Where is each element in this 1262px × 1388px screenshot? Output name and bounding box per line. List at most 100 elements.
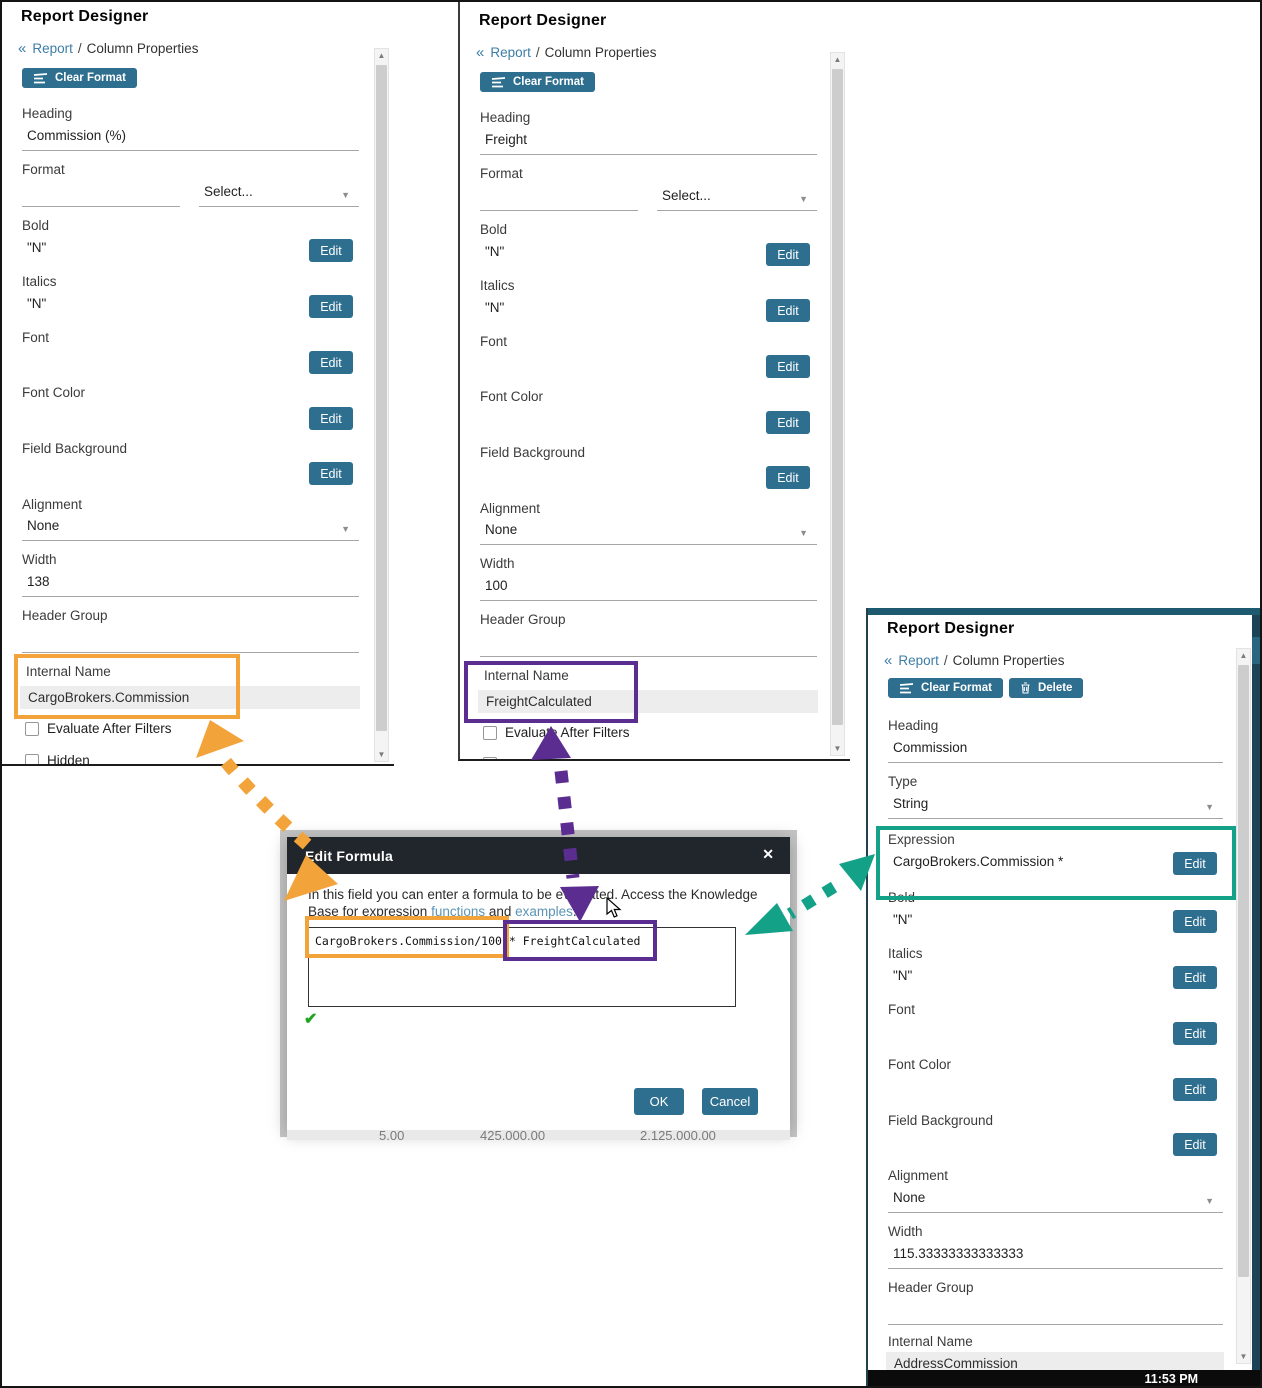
alignment-label: Alignment	[22, 497, 83, 512]
expression-edit-button[interactable]: Edit	[1173, 852, 1217, 875]
clear-format-button[interactable]: Clear Format	[22, 68, 137, 88]
font-color-edit-button[interactable]: Edit	[309, 407, 353, 430]
examples-link[interactable]: examples	[515, 904, 573, 919]
page-title: Report Designer	[887, 620, 1015, 637]
formula-textarea[interactable]: CargoBrokers.Commission/100 * FreightCal…	[308, 927, 736, 1007]
scrollbar[interactable]: ▲ ▼	[830, 52, 845, 756]
window-top-bar	[868, 608, 1260, 615]
breadcrumb-current: Column Properties	[952, 653, 1065, 668]
italics-edit-button[interactable]: Edit	[1173, 966, 1217, 989]
evaluate-after-filters-checkbox[interactable]	[25, 721, 39, 736]
breadcrumb-report-link[interactable]: Report	[490, 45, 531, 60]
breadcrumb-report-link[interactable]: Report	[32, 41, 73, 56]
app-side-strip	[1252, 615, 1260, 1370]
breadcrumb-report-link[interactable]: Report	[898, 653, 939, 668]
hidden-checkbox[interactable]	[25, 753, 39, 764]
scrollbar-thumb[interactable]	[1238, 665, 1249, 1277]
scrollbar[interactable]: ▲ ▼	[1236, 648, 1251, 1364]
type-select[interactable]: String ▼	[888, 796, 1223, 819]
alignment-select[interactable]: None ▼	[480, 522, 817, 545]
back-chevrons-icon[interactable]: «	[476, 44, 485, 61]
scroll-down-icon[interactable]: ▼	[1239, 1352, 1248, 1361]
chevron-down-icon: ▼	[341, 190, 350, 200]
scroll-up-icon[interactable]: ▲	[377, 51, 386, 60]
scroll-down-icon[interactable]: ▼	[377, 750, 386, 759]
formula-left-operand: CargoBrokers.Commission/100	[315, 934, 502, 948]
font-edit-button[interactable]: Edit	[766, 355, 810, 378]
evaluate-after-filters-checkbox[interactable]	[483, 725, 497, 740]
bold-label: Bold	[480, 222, 508, 237]
report-cell: 425,000.00	[480, 1130, 546, 1140]
font-edit-button[interactable]: Edit	[309, 351, 353, 374]
breadcrumb-current: Column Properties	[544, 45, 657, 60]
format-input[interactable]	[480, 188, 638, 211]
font-edit-button[interactable]: Edit	[1173, 1022, 1217, 1045]
scroll-up-icon[interactable]: ▲	[833, 55, 842, 64]
alignment-select[interactable]: None ▼	[888, 1190, 1223, 1213]
font-color-label: Font Color	[22, 385, 86, 400]
format-select[interactable]: Select... ▼	[199, 184, 359, 207]
alignment-label: Alignment	[480, 501, 541, 516]
scroll-down-icon[interactable]: ▼	[833, 744, 842, 753]
italics-edit-button[interactable]: Edit	[766, 299, 810, 322]
italics-edit-button[interactable]: Edit	[309, 295, 353, 318]
back-chevrons-icon[interactable]: «	[18, 40, 27, 57]
scrollbar-thumb[interactable]	[832, 69, 843, 725]
field-background-edit-button[interactable]: Edit	[766, 466, 810, 489]
header-group-input[interactable]	[888, 1302, 1223, 1325]
report-cell: 2,125,000.00	[640, 1130, 716, 1140]
chevron-down-icon: ▼	[799, 528, 808, 538]
width-input[interactable]: 138	[22, 574, 359, 597]
ok-button[interactable]: OK	[634, 1088, 684, 1115]
header-group-input[interactable]	[480, 634, 817, 657]
dialog-description: In this field you can enter a formula to…	[308, 887, 758, 919]
font-color-edit-button[interactable]: Edit	[1173, 1078, 1217, 1101]
internal-name-label: Internal Name	[888, 1334, 973, 1349]
scrollbar[interactable]: ▲ ▼	[374, 48, 389, 762]
width-input[interactable]: 100	[480, 578, 817, 601]
column-properties-panel-commission: Report Designer «Report/Column Propertie…	[866, 608, 1260, 1386]
clear-format-icon	[899, 682, 914, 693]
format-select[interactable]: Select... ▼	[657, 188, 817, 211]
heading-input[interactable]: Freight	[480, 132, 817, 155]
bold-edit-button[interactable]: Edit	[1173, 910, 1217, 933]
bold-value: "N"	[27, 240, 47, 255]
italics-label: Italics	[22, 274, 57, 289]
chevron-down-icon: ▼	[341, 524, 350, 534]
functions-link[interactable]: functions	[431, 904, 486, 919]
type-label: Type	[888, 774, 918, 789]
alignment-select[interactable]: None ▼	[22, 518, 359, 541]
report-cell: 5.00	[379, 1130, 405, 1140]
expression-label: Expression	[888, 832, 955, 847]
bold-label: Bold	[888, 890, 916, 905]
bold-value: "N"	[485, 244, 505, 259]
breadcrumb-separator: /	[535, 45, 540, 60]
heading-input[interactable]: Commission	[888, 740, 1223, 763]
expression-value: CargoBrokers.Commission *	[893, 854, 1064, 869]
dialog-titlebar: Edit Formula	[287, 837, 790, 874]
field-background-edit-button[interactable]: Edit	[1173, 1133, 1217, 1156]
cancel-button[interactable]: Cancel	[702, 1088, 758, 1115]
header-group-input[interactable]	[22, 630, 359, 653]
back-chevrons-icon[interactable]: «	[884, 652, 893, 669]
delete-button[interactable]: Delete	[1008, 678, 1084, 698]
bold-edit-button[interactable]: Edit	[766, 243, 810, 266]
width-input[interactable]: 115.33333333333333	[888, 1246, 1223, 1269]
heading-input[interactable]: Commission (%)	[22, 128, 359, 151]
scroll-up-icon[interactable]: ▲	[1239, 651, 1248, 660]
heading-label: Heading	[22, 106, 73, 121]
internal-name-field: FreightCalculated	[478, 690, 818, 713]
format-input[interactable]	[22, 184, 180, 207]
hidden-checkbox[interactable]	[483, 757, 497, 759]
field-background-edit-button[interactable]: Edit	[309, 462, 353, 485]
bold-label: Bold	[22, 218, 50, 233]
font-color-edit-button[interactable]: Edit	[766, 411, 810, 434]
clear-format-button[interactable]: Clear Format	[888, 678, 1003, 698]
scrollbar-thumb[interactable]	[376, 65, 387, 731]
clear-format-button[interactable]: Clear Format	[480, 72, 595, 92]
taskbar: 11:53 PM	[868, 1370, 1260, 1386]
breadcrumb-separator: /	[77, 41, 82, 56]
hidden-row: Hidden	[25, 753, 90, 764]
close-icon[interactable]: ✕	[762, 846, 774, 862]
bold-edit-button[interactable]: Edit	[309, 239, 353, 262]
